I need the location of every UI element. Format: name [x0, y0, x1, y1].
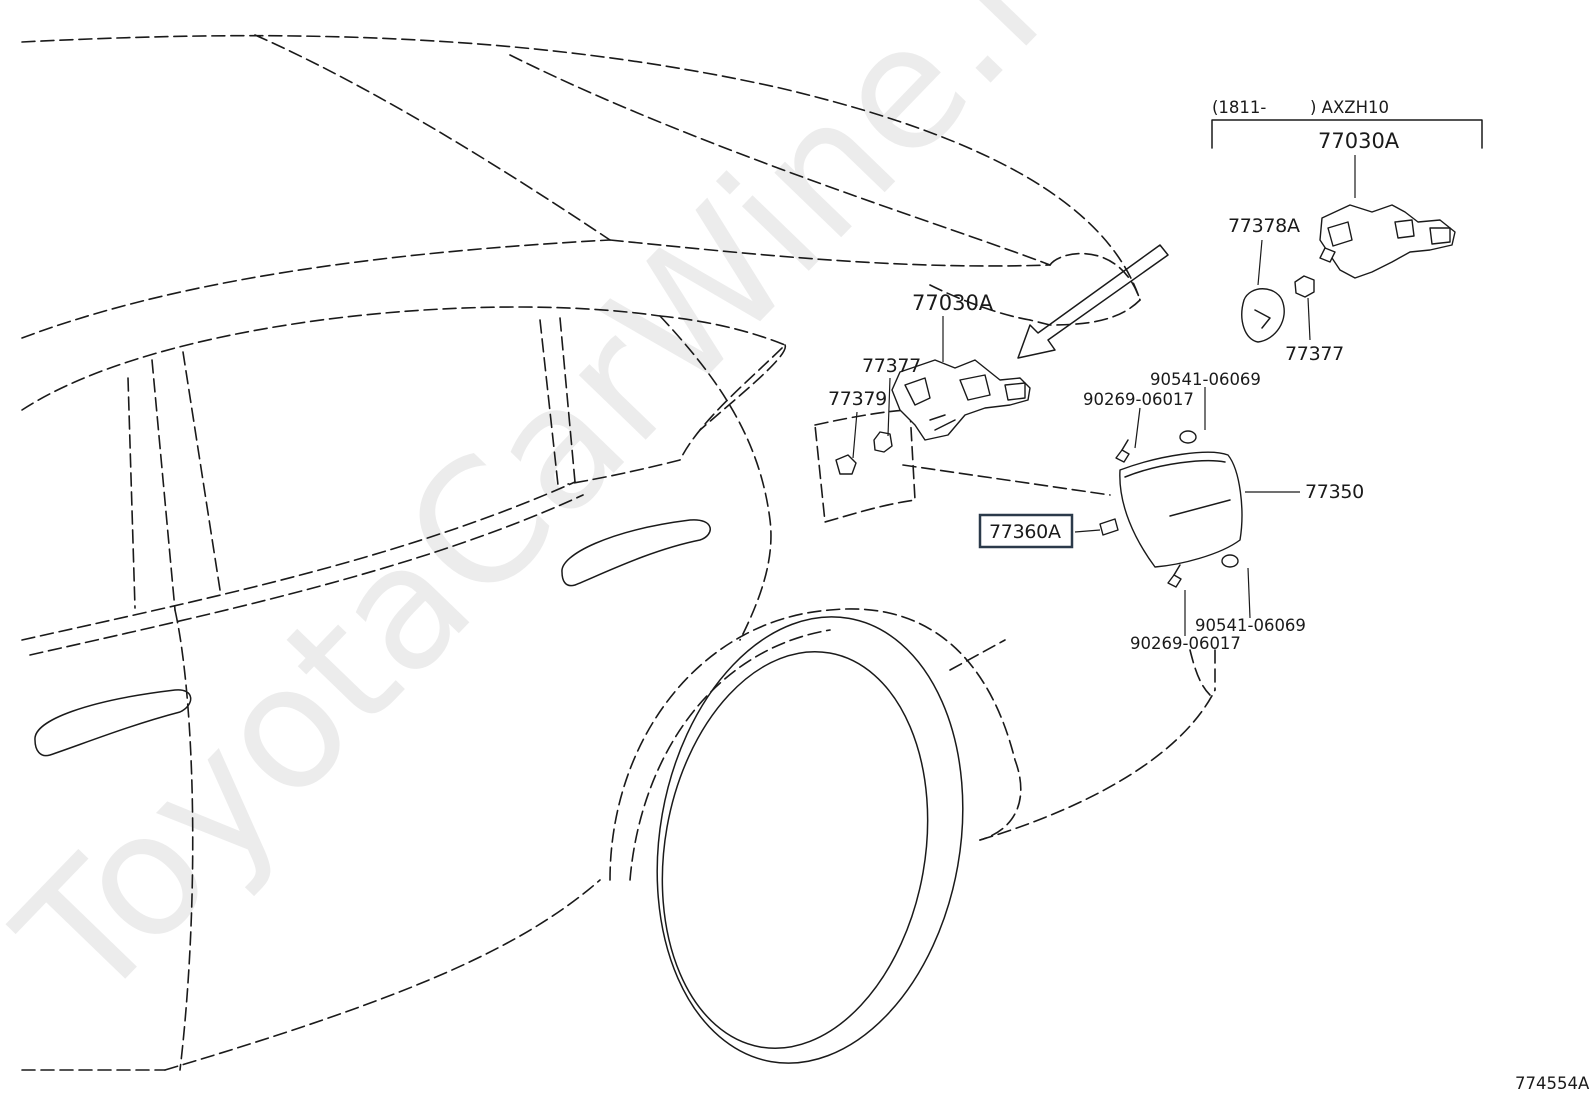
stopper-lower-part: [1221, 554, 1239, 568]
label-77350: 77350: [1305, 481, 1364, 503]
rear-wheel: [656, 616, 964, 1064]
screw-upper-part: [1115, 439, 1130, 463]
label-90269-lower: 90269-06017: [1130, 634, 1241, 653]
lock-assembly-variant: [1319, 204, 1456, 279]
lid-spring-variant: [1241, 288, 1285, 343]
stopper-upper-part: [1179, 430, 1197, 444]
cushion-variant: [1294, 275, 1315, 298]
label-77377-variant: 77377: [1285, 343, 1344, 365]
label-90269-upper: 90269-06017: [1083, 390, 1194, 409]
label-77377-main: 77377: [862, 355, 921, 377]
label-77030A-main: 77030A: [912, 291, 994, 315]
label-77379: 77379: [828, 388, 887, 410]
door-handles: [34, 519, 711, 757]
variant-bracket: [1211, 119, 1483, 149]
car-body-outline: [21, 34, 1216, 1071]
lock-assembly-main: [891, 359, 1031, 441]
diagram-code: 774554A: [1515, 1074, 1590, 1093]
label-77378A: 77378A: [1228, 215, 1300, 237]
direction-arrow: [1017, 244, 1169, 359]
label-90541-lower: 90541-06069: [1195, 616, 1306, 635]
part-labels: (1811- ) AXZH10 77030A 77378A 77377 7703…: [828, 98, 1590, 1093]
label-90541-upper: 90541-06069: [1150, 370, 1261, 389]
leader-lines: [852, 155, 1356, 636]
fuel-lid: [1119, 451, 1243, 568]
label-77030A-variant: 77030A: [1318, 129, 1400, 153]
variant-model-label: ) AXZH10: [1310, 98, 1389, 117]
hinge-part: [1099, 518, 1119, 536]
screw-lower-part: [1167, 564, 1182, 588]
label-77360A: 77360A: [989, 521, 1061, 543]
highlight-box: [978, 513, 1074, 549]
spring-part: [835, 454, 857, 475]
variant-range-label: (1811-: [1212, 98, 1266, 117]
cushion-main: [873, 431, 893, 453]
